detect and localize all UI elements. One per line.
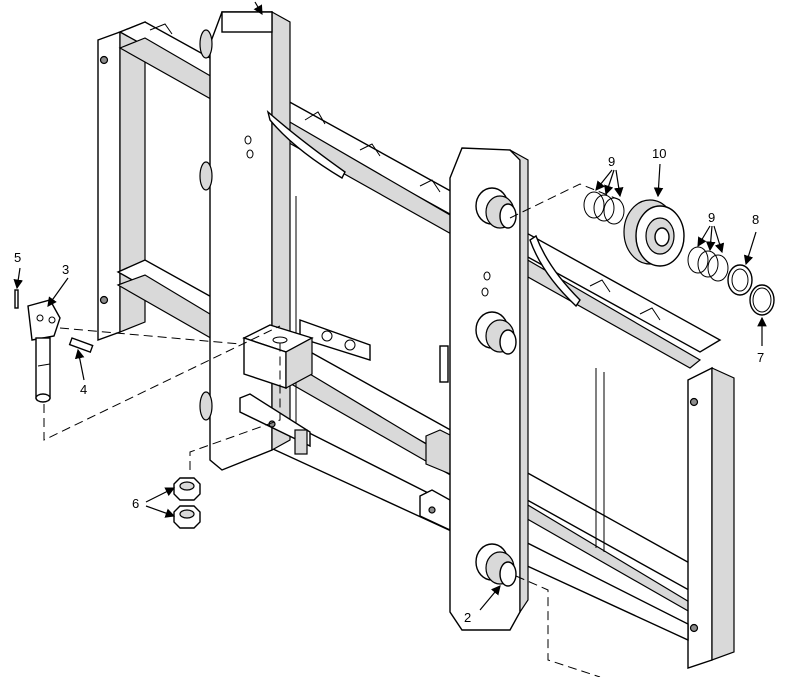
roller-bearing-10 [623, 199, 685, 267]
clevis-3 [27, 299, 61, 403]
right-carriage-plate [439, 147, 581, 631]
callout-5: 5 [14, 250, 21, 265]
callout-9-right: 9 [708, 210, 715, 225]
shim-rings-left-9 [583, 191, 625, 225]
callout-leaders [13, 1, 767, 611]
callout-6: 6 [132, 496, 139, 511]
shim-rings-right-9 [687, 246, 729, 282]
callout-8: 8 [752, 212, 759, 227]
callout-9-left: 9 [608, 154, 615, 169]
callout-2: 2 [464, 610, 471, 625]
cotter-pin-5 [14, 289, 19, 309]
callout-labels: 2 3 4 5 6 7 8 9 9 10 [14, 146, 764, 625]
roller-stud-middle [475, 311, 517, 355]
roller-stud-top [475, 187, 517, 229]
callout-4: 4 [80, 382, 87, 397]
pin-4 [68, 337, 94, 353]
snap-ring-7 [749, 284, 775, 316]
washer-8 [727, 264, 753, 296]
callout-10: 10 [652, 146, 666, 161]
callout-7: 7 [757, 350, 764, 365]
rear-frame [97, 21, 735, 669]
roller-stud-bottom [475, 543, 517, 587]
nuts-6 [173, 477, 201, 529]
callout-3: 3 [62, 262, 69, 277]
